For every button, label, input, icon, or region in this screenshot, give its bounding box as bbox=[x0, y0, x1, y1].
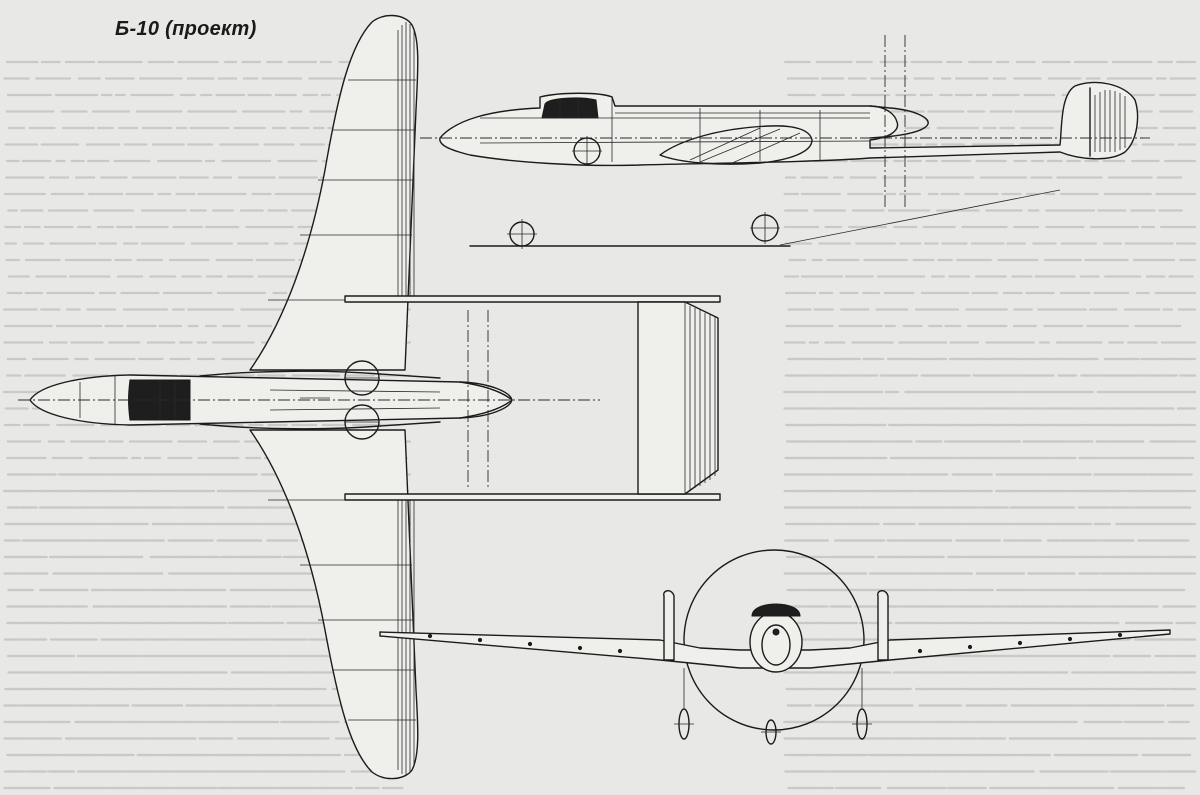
front-view bbox=[379, 549, 1171, 745]
side-view bbox=[420, 35, 1150, 249]
top-view bbox=[18, 14, 721, 780]
drawing-caption: Б-10 (проект) bbox=[115, 18, 257, 40]
